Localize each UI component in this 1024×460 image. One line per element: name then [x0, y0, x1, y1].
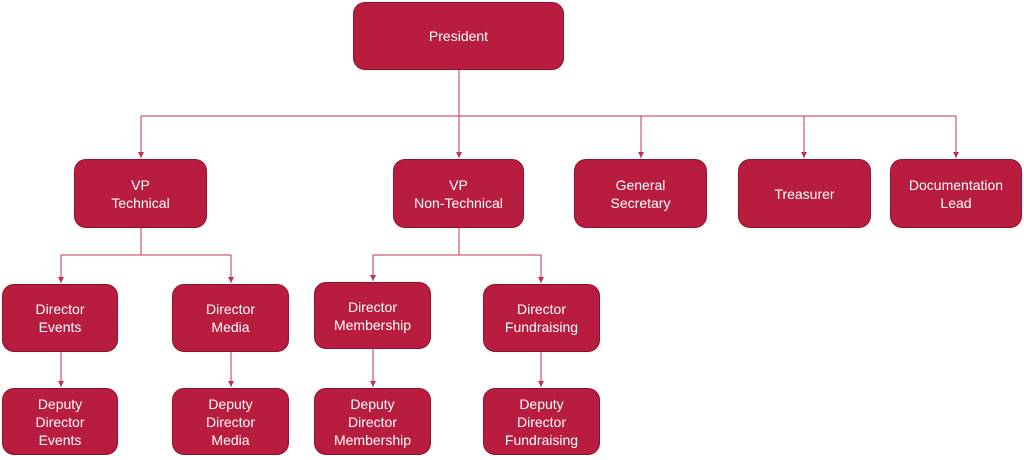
node-label-line: Events [38, 319, 82, 335]
node-label-line: Fundraising [504, 431, 579, 448]
node-label-line: President [428, 28, 489, 44]
node-label-line: Fundraising [504, 319, 579, 335]
node-label-line: Director [516, 413, 566, 430]
node-label-line: Deputy [350, 395, 395, 412]
node-label-line: Director [35, 301, 85, 317]
node-label-line: Director [516, 301, 566, 317]
node-label-line: VP [131, 176, 150, 193]
node-label-line: Director [347, 413, 397, 430]
node-label-line: Media [211, 319, 250, 335]
node-label-line: Membership [333, 316, 412, 333]
node-label-line: Deputy [519, 395, 564, 412]
node-label-line: Director [205, 301, 255, 317]
node-label-line: Director [205, 413, 255, 430]
node-label-line: Director [347, 298, 397, 315]
node-label-line: Media [211, 431, 250, 448]
node-label-line: VP [449, 176, 468, 193]
node-label-line: General [615, 176, 666, 193]
node-label-line: Non-Technical [414, 194, 503, 211]
node-president: President [353, 2, 564, 70]
node-treasurer: Treasurer [738, 159, 871, 228]
node-label-line: Membership [333, 431, 412, 448]
node-label-line: Deputy [208, 395, 253, 412]
node-label-line: Secretary [610, 194, 671, 211]
node-label-line: Documentation [908, 176, 1004, 193]
node-label-line: Technical [111, 194, 170, 211]
node-label-line: Events [38, 431, 82, 448]
node-label-line: Deputy [37, 395, 83, 412]
node-label-line: Director [35, 413, 85, 430]
node-label-line: Treasurer [774, 185, 835, 202]
node-label-line: Lead [940, 194, 972, 211]
